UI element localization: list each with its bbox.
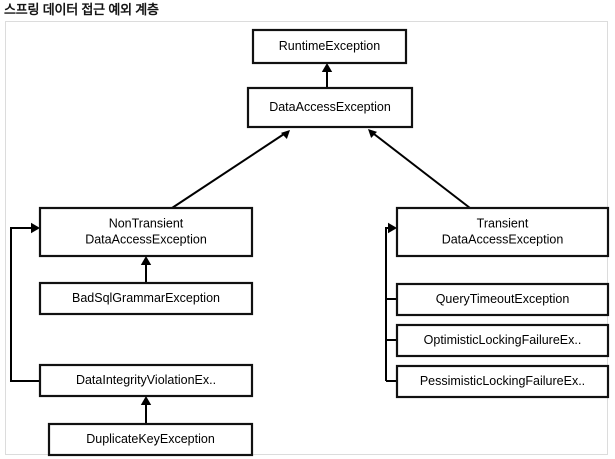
arrowhead-icon — [140, 256, 152, 265]
arrowhead-icon — [281, 130, 290, 139]
node-label: Transient — [477, 216, 529, 230]
edges-layer — [10, 63, 471, 424]
node-label: BadSqlGrammarException — [72, 291, 220, 305]
node-box[interactable] — [47, 422, 254, 457]
class-node-runtime-exception[interactable]: RuntimeException — [251, 28, 408, 65]
edge-transient-to-dae — [373, 133, 471, 209]
class-node-bad-sql-grammar-exception[interactable]: BadSqlGrammarException — [38, 281, 254, 316]
arrowhead-icon — [388, 222, 397, 234]
node-label: NonTransient — [109, 216, 184, 230]
class-node-pessimistic-locking-failure-exception[interactable]: PessimisticLockingFailureEx.. — [395, 364, 610, 399]
node-box[interactable] — [38, 206, 254, 258]
node-label: OptimisticLockingFailureEx.. — [424, 333, 582, 347]
node-box[interactable] — [395, 282, 610, 317]
edge-integrity-to-nontransient — [10, 227, 40, 382]
inherits-runtime-exception — [321, 63, 333, 88]
nontransient-inherits-dataaccessexception — [171, 130, 290, 209]
node-label: QueryTimeoutException — [436, 292, 570, 306]
edge-nontransient-to-dae — [171, 133, 285, 209]
node-label: DataAccessException — [269, 100, 391, 114]
node-box[interactable] — [38, 281, 254, 316]
node-box[interactable] — [395, 323, 610, 358]
node-box[interactable] — [395, 364, 610, 399]
transient-inherits-dataaccessexception — [368, 129, 471, 209]
class-node-data-integrity-violation-exception[interactable]: DataIntegrityViolationEx.. — [38, 363, 254, 398]
dataintegrityviolation-inherits-nontransient — [10, 222, 40, 382]
transient-children-trunk — [385, 222, 397, 381]
node-label: RuntimeException — [279, 39, 380, 53]
nodes-layer: RuntimeExceptionDataAccessExceptionNonTr… — [38, 28, 610, 457]
node-label: DuplicateKeyException — [86, 432, 215, 446]
arrowhead-icon — [140, 396, 152, 405]
class-node-query-timeout-exception[interactable]: QueryTimeoutException — [395, 282, 610, 317]
node-label: DataAccessException — [85, 232, 207, 246]
duplicatekey-inherits-dataintegrityviolation — [140, 396, 152, 424]
node-box[interactable] — [395, 206, 610, 258]
node-box[interactable] — [251, 28, 408, 65]
page-title: 스프링 데이터 접근 예외 계층 — [4, 2, 159, 17]
node-box[interactable] — [38, 363, 254, 398]
class-node-data-access-exception[interactable]: DataAccessException — [246, 86, 414, 129]
arrowhead-icon — [31, 222, 40, 234]
arrowhead-icon — [321, 63, 333, 72]
node-label: DataIntegrityViolationEx.. — [76, 373, 216, 387]
node-label: PessimisticLockingFailureEx.. — [420, 374, 585, 388]
class-node-duplicate-key-exception[interactable]: DuplicateKeyException — [47, 422, 254, 457]
node-label: DataAccessException — [442, 232, 564, 246]
class-node-optimistic-locking-failure-exception[interactable]: OptimisticLockingFailureEx.. — [395, 323, 610, 358]
badsqlgrammar-inherits-nontransient — [140, 256, 152, 283]
edge-right-trunk — [385, 227, 391, 381]
node-box[interactable] — [246, 86, 414, 129]
arrowhead-icon — [368, 129, 377, 138]
